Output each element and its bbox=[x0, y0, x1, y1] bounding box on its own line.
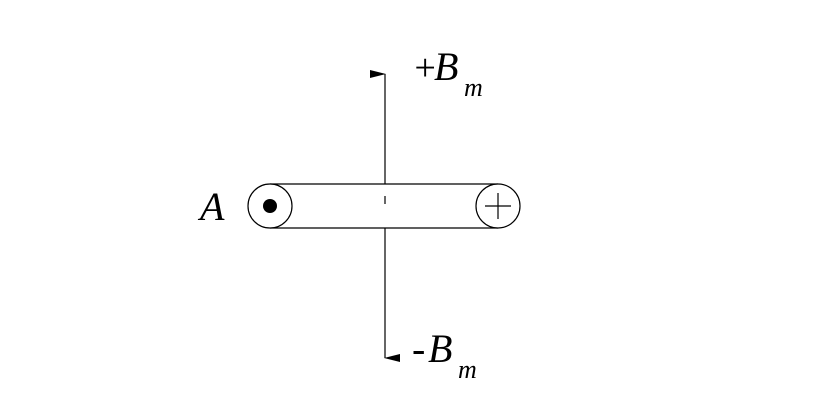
bottom-flux-symbol: B bbox=[428, 326, 452, 371]
top-flux-symbol: B bbox=[434, 44, 458, 89]
current-out-of-page-dot-icon bbox=[247, 183, 293, 229]
bottom-flux-sign: - bbox=[412, 326, 425, 371]
left-conductor-dot bbox=[263, 199, 277, 213]
top-flux-subscript: m bbox=[464, 73, 483, 102]
coil-label: A bbox=[197, 184, 225, 229]
coil-body bbox=[270, 183, 498, 229]
bottom-flux-label: - B m bbox=[412, 326, 477, 384]
top-flux-label: + B m bbox=[412, 44, 483, 102]
current-into-page-cross-icon bbox=[475, 183, 521, 229]
bottom-flux-subscript: m bbox=[458, 355, 477, 384]
top-flux-sign: + bbox=[412, 47, 438, 89]
